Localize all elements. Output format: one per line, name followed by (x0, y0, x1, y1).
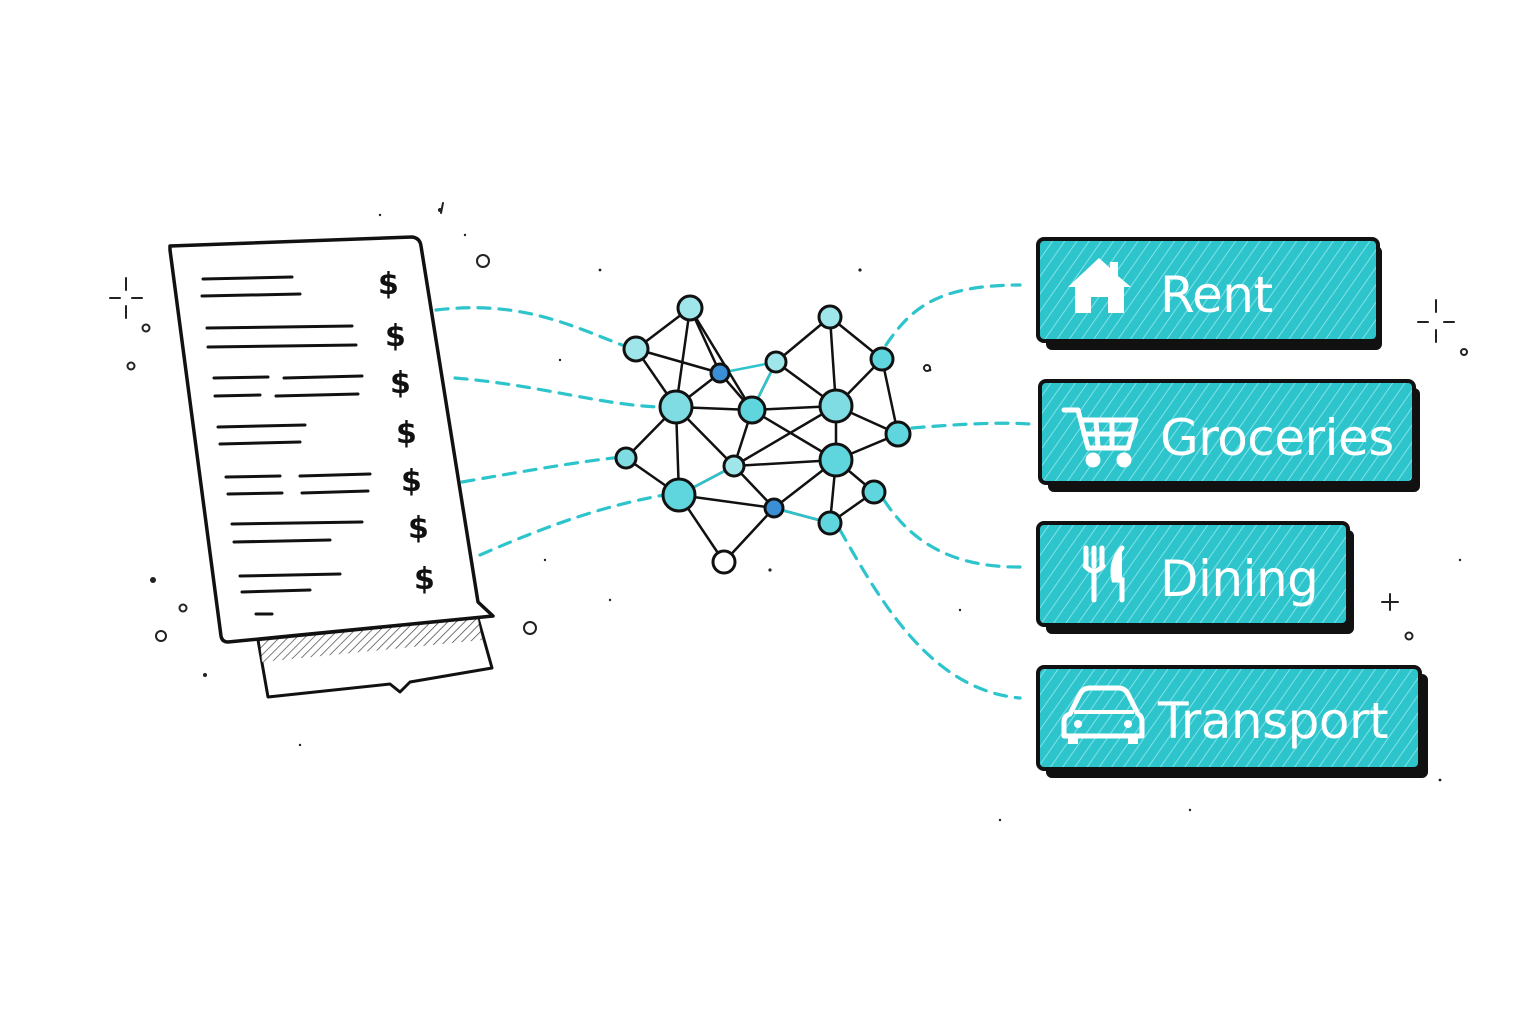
network-node (709, 362, 731, 384)
input-connectors (434, 306, 666, 557)
network-node (884, 420, 912, 448)
output-connector-groceries (910, 421, 1032, 430)
input-connector (460, 455, 624, 484)
network-node (711, 549, 737, 575)
input-connector (453, 376, 662, 409)
currency-mark: $ (385, 319, 406, 354)
fork-knife-icon (1082, 545, 1125, 603)
network-node (764, 350, 788, 374)
network-node (661, 477, 697, 513)
house-icon (1068, 258, 1131, 313)
category-label: Rent (1160, 266, 1273, 324)
network-node (763, 497, 785, 519)
receipt-document: $ $ $ $ $ $ $ (168, 235, 495, 699)
network-node (676, 294, 704, 322)
currency-mark: $ (401, 464, 422, 499)
network-node (614, 446, 638, 470)
network-node (622, 335, 650, 363)
currency-mark: $ (408, 511, 429, 546)
network-node (658, 389, 694, 425)
receipt-front-sheet (168, 235, 495, 644)
network-node (861, 479, 887, 505)
output-connectors (838, 283, 1032, 700)
network-node (818, 442, 854, 478)
network-node (817, 304, 843, 330)
currency-mark: $ (390, 366, 411, 401)
neural-network-graph (614, 294, 912, 575)
shopping-cart-icon (1061, 407, 1139, 468)
category-tag-groceries[interactable]: Groceries (1038, 379, 1420, 492)
output-connector-dining (882, 498, 1024, 569)
currency-mark: $ (396, 416, 417, 451)
network-node (722, 454, 746, 478)
receipt-shadow-hatch (260, 619, 482, 662)
category-label: Dining (1160, 550, 1318, 608)
receipt-text-lines (200, 275, 372, 616)
output-connector-rent (884, 283, 1022, 347)
currency-marks: $ $ $ $ $ $ $ (378, 267, 435, 597)
category-label: Transport (1157, 692, 1388, 750)
sparkle-marks (109, 202, 1455, 611)
network-nodes (614, 294, 912, 575)
input-connector (478, 493, 666, 557)
category-tag-rent[interactable]: Rent (1036, 237, 1382, 350)
decorative-rings (126, 254, 1468, 642)
input-connector (434, 306, 624, 347)
category-tag-dining[interactable]: Dining (1036, 521, 1354, 634)
car-icon (1061, 685, 1145, 744)
network-node (737, 395, 767, 425)
network-node (817, 510, 843, 536)
network-edges (624, 306, 900, 564)
network-node (818, 388, 854, 424)
category-tag-transport[interactable]: Transport (1036, 665, 1428, 778)
currency-mark: $ (414, 562, 435, 597)
currency-mark: $ (378, 267, 399, 302)
output-connector-transport (838, 528, 1022, 700)
category-label: Groceries (1160, 409, 1394, 467)
network-node (869, 346, 895, 372)
